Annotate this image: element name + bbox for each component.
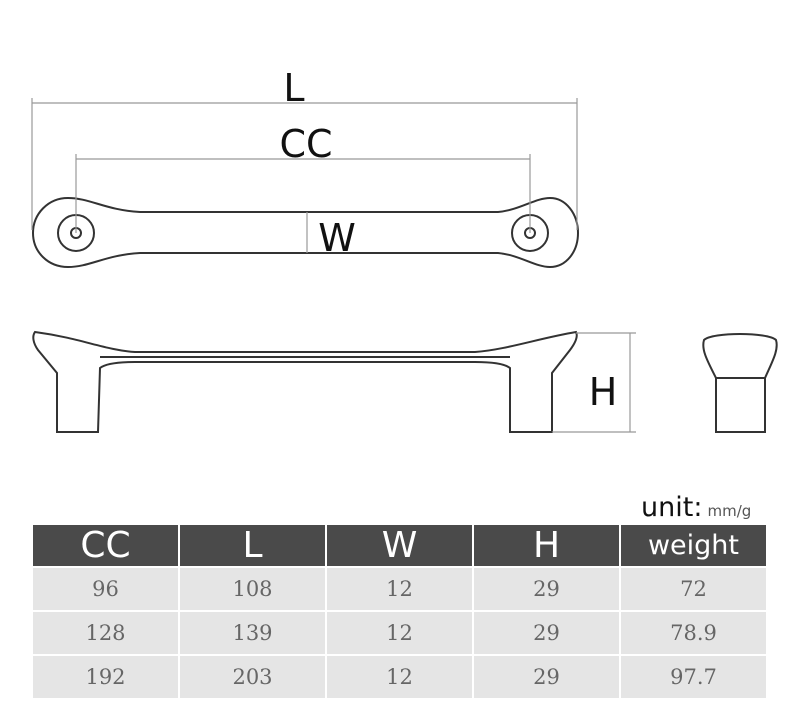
unit-prefix: unit: <box>641 492 703 523</box>
table-cell: 78.9 <box>621 612 766 654</box>
header-cc: CC <box>33 525 178 566</box>
table-cell: 128 <box>33 612 178 654</box>
table-cell: 29 <box>474 612 619 654</box>
table-cell: 72 <box>621 568 766 610</box>
handle-front-outline <box>32 330 578 433</box>
table-cell: 29 <box>474 568 619 610</box>
handle-side-view <box>702 333 778 433</box>
dim-label-h: H <box>589 370 618 414</box>
dim-label-l: L <box>283 66 304 110</box>
header-h: H <box>474 525 619 566</box>
table-cell: 108 <box>180 568 325 610</box>
unit-value: mm/g <box>707 502 752 520</box>
table-cell: 139 <box>180 612 325 654</box>
dimension-lines-top <box>31 98 578 253</box>
table-cell: 12 <box>327 612 472 654</box>
dimension-lines-height <box>552 332 636 433</box>
table-cell: 203 <box>180 656 325 698</box>
header-w: W <box>327 525 472 566</box>
table-cell: 96 <box>33 568 178 610</box>
product-dimension-drawing: L CC W H <box>31 66 778 433</box>
table-row: 192 203 12 29 97.7 <box>33 656 766 698</box>
header-weight: weight <box>621 525 766 566</box>
table-cell: 29 <box>474 656 619 698</box>
unit-label: unit: mm/g <box>641 492 751 523</box>
table-row: 96 108 12 29 72 <box>33 568 766 610</box>
header-l: L <box>180 525 325 566</box>
specification-table: CC L W H weight 96 108 12 29 72 128 139 … <box>31 523 768 700</box>
table-cell: 192 <box>33 656 178 698</box>
table-cell: 97.7 <box>621 656 766 698</box>
table-cell: 12 <box>327 568 472 610</box>
handle-top-outline <box>31 196 580 269</box>
dim-label-w: W <box>318 216 356 260</box>
table-header-row: CC L W H weight <box>33 525 766 566</box>
handle-top-view <box>31 196 580 269</box>
table-row: 128 139 12 29 78.9 <box>33 612 766 654</box>
dim-label-cc: CC <box>279 122 332 166</box>
table-cell: 12 <box>327 656 472 698</box>
handle-side-outline <box>702 333 778 433</box>
handle-front-view <box>32 330 578 433</box>
